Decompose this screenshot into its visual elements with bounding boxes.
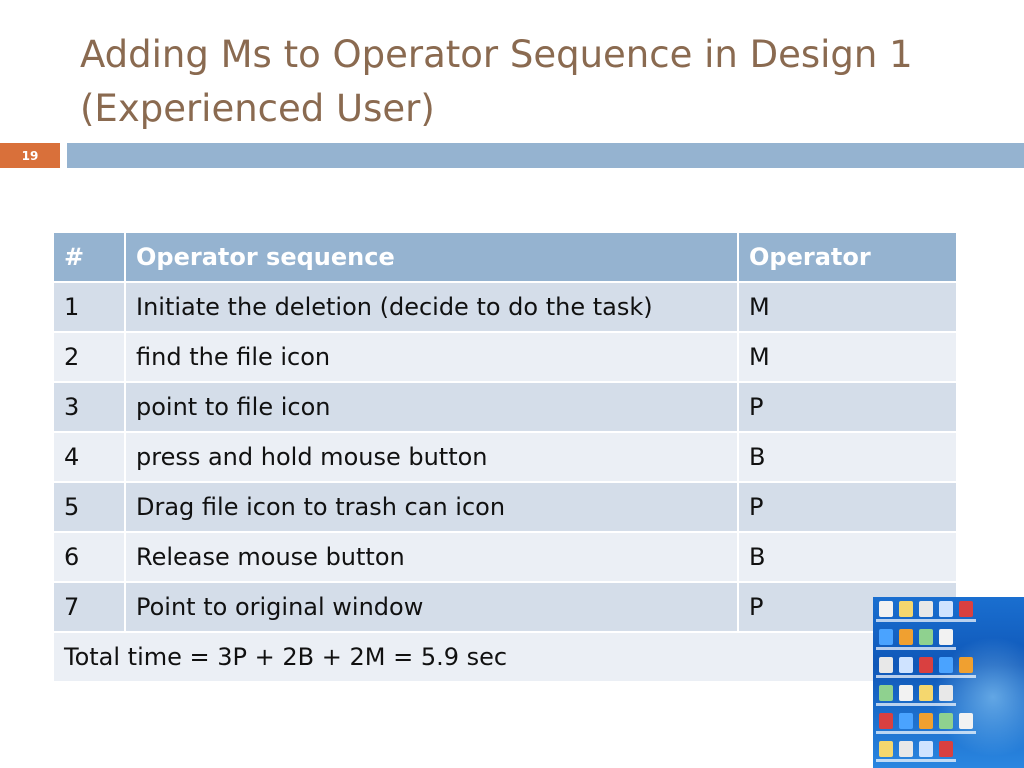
desktop-file-icon	[939, 601, 953, 617]
desktop-icon-label	[916, 619, 936, 622]
table-row: 6 Release mouse button B	[52, 531, 958, 583]
desktop-icon-label	[936, 619, 956, 622]
header-operator-sequence: Operator sequence	[124, 231, 739, 283]
desktop-icon-label	[916, 647, 936, 650]
slide-number: 19	[0, 143, 60, 168]
desktop-icon-label	[916, 675, 936, 678]
desktop-icon-label	[896, 759, 916, 762]
desktop-icon-label	[936, 731, 956, 734]
desktop-icon-label	[936, 675, 956, 678]
desktop-file-icon	[959, 657, 973, 673]
desktop-icon-label	[936, 703, 956, 706]
row-sequence: press and hold mouse button	[124, 431, 739, 483]
table-row: 5 Drag file icon to trash can icon P	[52, 481, 958, 533]
row-sequence: Release mouse button	[124, 531, 739, 583]
desktop-icon-label	[876, 675, 896, 678]
slide-title-line-2: (Experienced User)	[80, 87, 435, 130]
desktop-icon-label	[936, 759, 956, 762]
desktop-file-icon	[899, 713, 913, 729]
row-operator: M	[737, 281, 958, 333]
desktop-icon-label	[916, 759, 936, 762]
table-row: 1 Initiate the deletion (decide to do th…	[52, 281, 958, 333]
desktop-file-icon	[899, 629, 913, 645]
operator-table: # Operator sequence Operator 1 Initiate …	[52, 231, 958, 683]
row-number: 6	[52, 531, 126, 583]
desktop-icon-label	[876, 703, 896, 706]
row-sequence: Point to original window	[124, 581, 739, 633]
desktop-file-icon	[939, 713, 953, 729]
desktop-file-icon	[939, 741, 953, 757]
table-header-row: # Operator sequence Operator	[52, 231, 958, 283]
desktop-file-icon	[919, 713, 933, 729]
row-number: 5	[52, 481, 126, 533]
desktop-file-icon	[959, 713, 973, 729]
desktop-file-icon	[899, 685, 913, 701]
desktop-file-icon	[919, 657, 933, 673]
desktop-file-icon	[879, 657, 893, 673]
row-operator: P	[737, 481, 958, 533]
desktop-icon-label	[936, 647, 956, 650]
row-sequence: Drag file icon to trash can icon	[124, 481, 739, 533]
row-number: 1	[52, 281, 126, 333]
desktop-file-icon	[879, 629, 893, 645]
desktop-icon-label	[896, 703, 916, 706]
row-number: 7	[52, 581, 126, 633]
desktop-file-icon	[919, 685, 933, 701]
desktop-file-icon	[959, 601, 973, 617]
desktop-file-icon	[879, 741, 893, 757]
desktop-icon-label	[896, 647, 916, 650]
total-time-row: Total time = 3P + 2B + 2M = 5.9 sec	[52, 631, 958, 683]
row-sequence: point to file icon	[124, 381, 739, 433]
desktop-icon-label	[916, 731, 936, 734]
table-row: 7 Point to original window P	[52, 581, 958, 633]
desktop-icon-label	[876, 619, 896, 622]
desktop-icon-label	[916, 703, 936, 706]
desktop-file-icon	[879, 685, 893, 701]
desktop-file-icon	[939, 629, 953, 645]
row-number: 3	[52, 381, 126, 433]
row-number: 4	[52, 431, 126, 483]
header-operator: Operator	[737, 231, 958, 283]
desktop-icon-label	[876, 759, 896, 762]
desktop-icon-label	[876, 731, 896, 734]
desktop-icon-label	[896, 675, 916, 678]
desktop-icon-label	[956, 731, 976, 734]
desktop-icon-label	[896, 619, 916, 622]
desktop-icon-label	[956, 619, 976, 622]
table-row: 4 press and hold mouse button B	[52, 431, 958, 483]
table-row: 3 point to file icon P	[52, 381, 958, 433]
row-sequence: Initiate the deletion (decide to do the …	[124, 281, 739, 333]
table-row: 2 find the file icon M	[52, 331, 958, 383]
desktop-file-icon	[919, 741, 933, 757]
desktop-file-icon	[919, 629, 933, 645]
desktop-file-icon	[879, 713, 893, 729]
row-operator: B	[737, 431, 958, 483]
desktop-file-icon	[939, 685, 953, 701]
row-operator: B	[737, 531, 958, 583]
total-time-text: Total time = 3P + 2B + 2M = 5.9 sec	[52, 631, 958, 683]
desktop-icon-label	[896, 731, 916, 734]
header-bar	[67, 143, 1024, 168]
desktop-icon-label	[876, 647, 896, 650]
slide-title: Adding Ms to Operator Sequence in Design…	[80, 28, 980, 136]
desktop-file-icon	[939, 657, 953, 673]
desktop-file-icon	[879, 601, 893, 617]
desktop-file-icon	[899, 741, 913, 757]
row-operator: P	[737, 381, 958, 433]
desktop-file-icon	[919, 601, 933, 617]
desktop-icon-label	[956, 675, 976, 678]
row-number: 2	[52, 331, 126, 383]
slide-title-line-1: Adding Ms to Operator Sequence in Design…	[80, 33, 913, 76]
desktop-screenshot-thumbnail	[873, 597, 1024, 768]
row-sequence: find the file icon	[124, 331, 739, 383]
header-number: #	[52, 231, 126, 283]
desktop-file-icon	[899, 601, 913, 617]
row-operator: M	[737, 331, 958, 383]
desktop-file-icon	[899, 657, 913, 673]
